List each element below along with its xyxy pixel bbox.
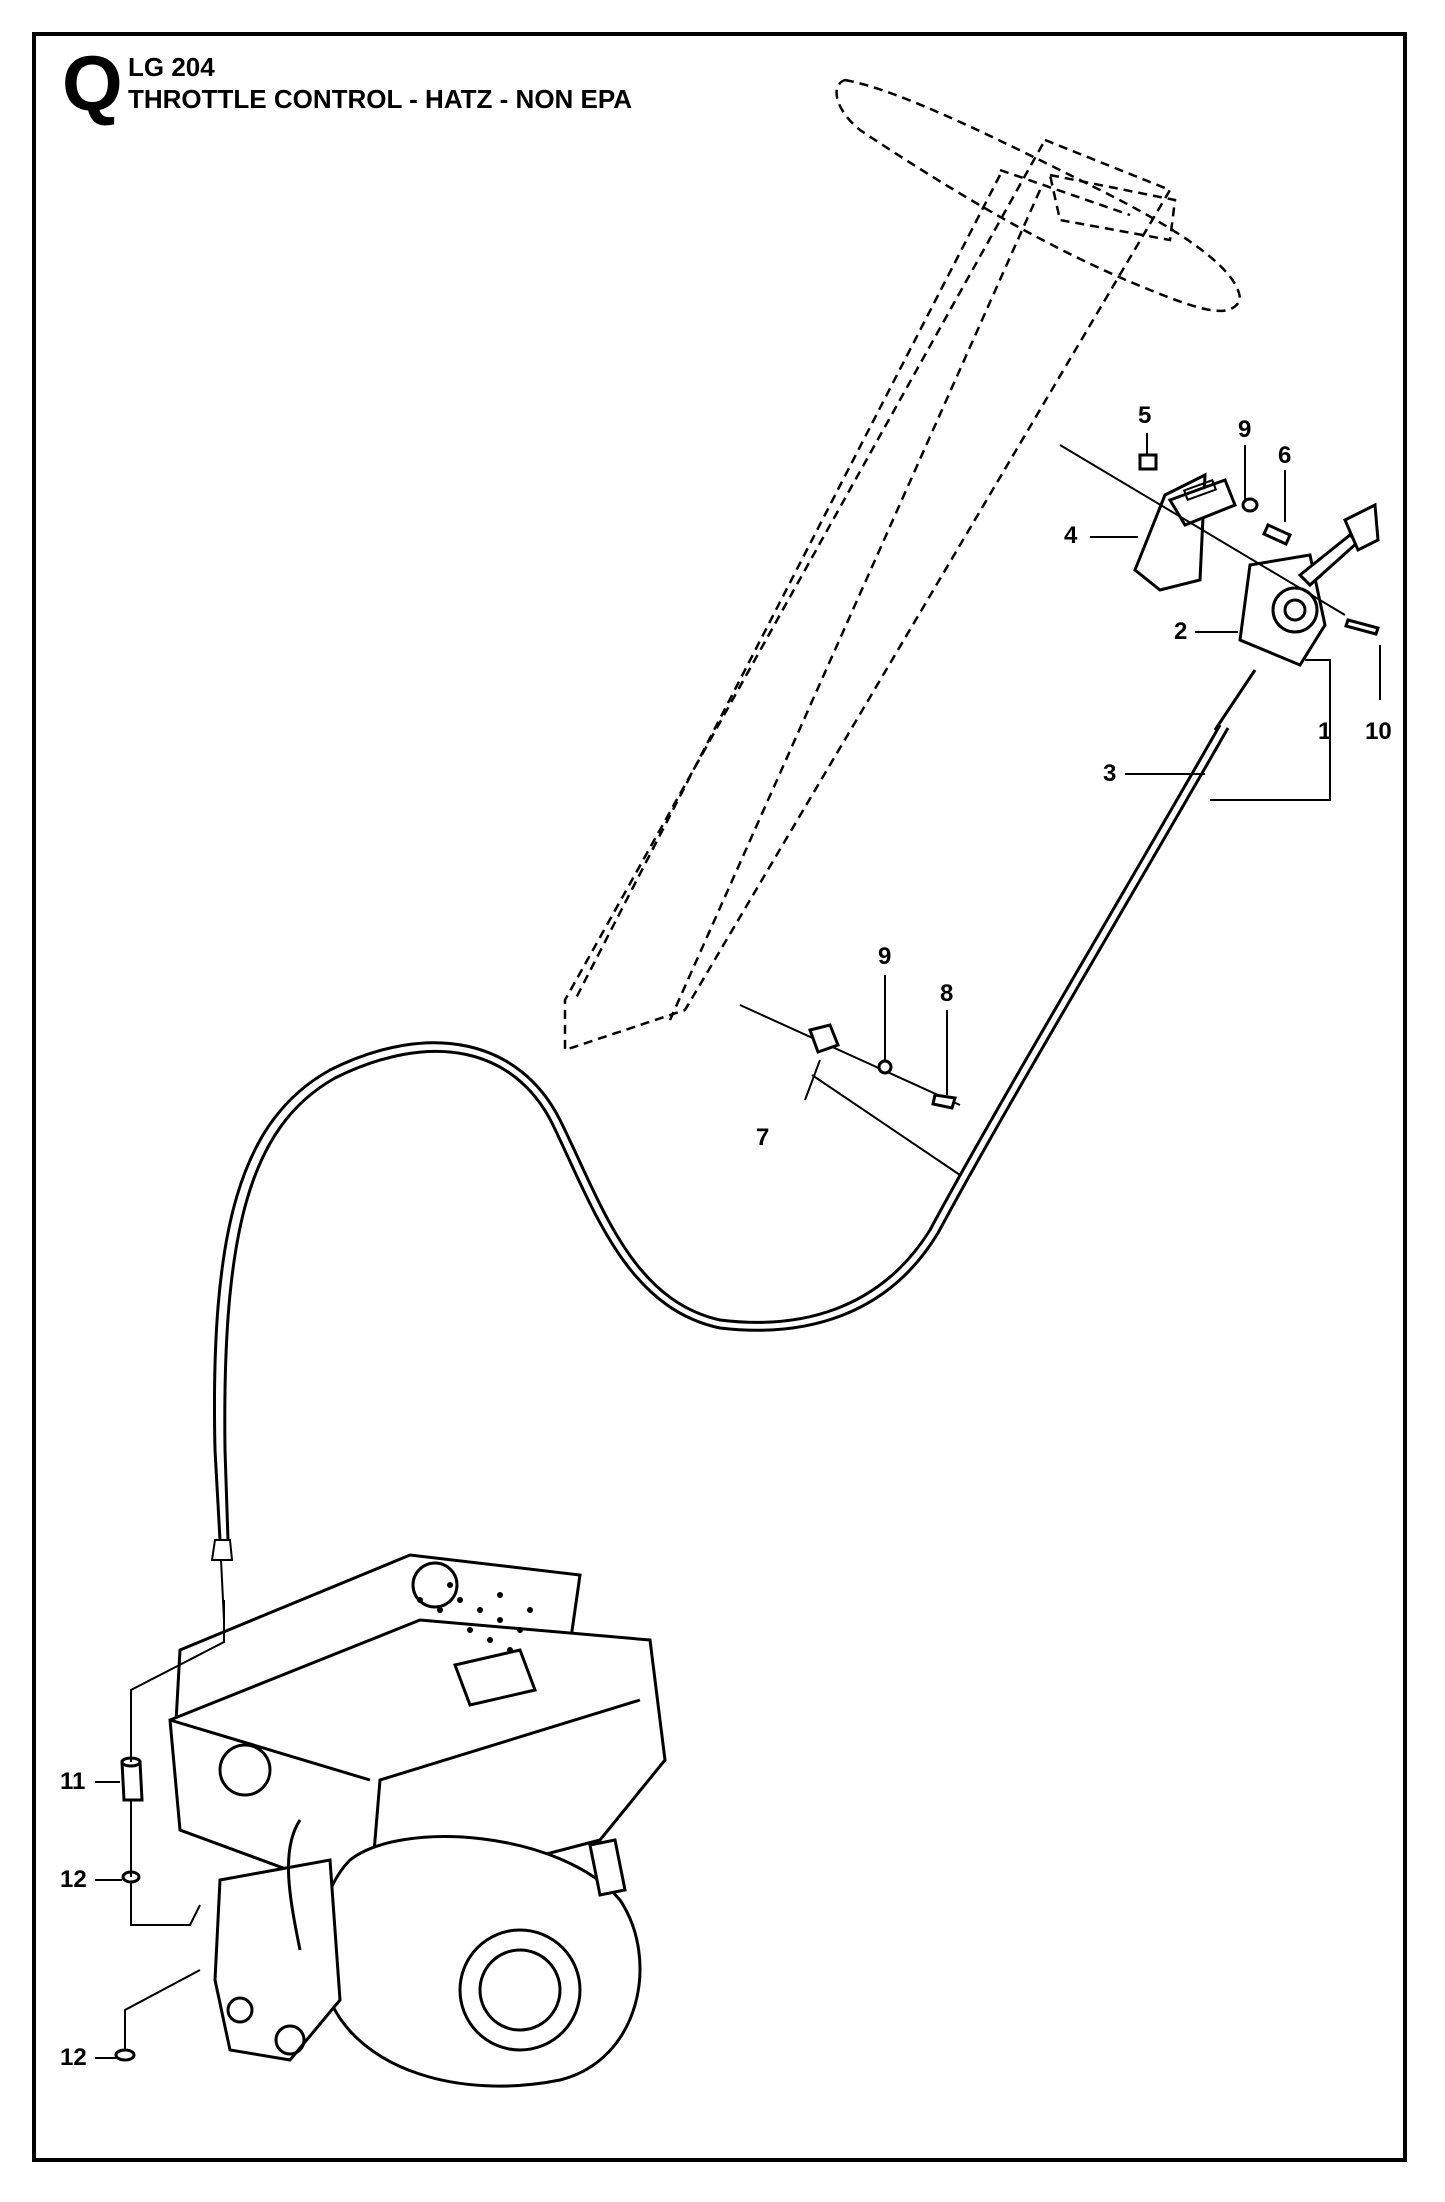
bracket-part bbox=[1133, 472, 1237, 592]
cable-clamp-parts bbox=[739, 1004, 961, 1110]
callout-1: 1 bbox=[1318, 718, 1332, 745]
callout-9-top: 9 bbox=[1238, 416, 1252, 443]
callout-10: 10 bbox=[1365, 718, 1392, 745]
callout-8: 8 bbox=[940, 980, 954, 1007]
page-border bbox=[32, 32, 1407, 2162]
throttle-cable-part bbox=[210, 669, 1257, 1621]
callout-11: 11 bbox=[60, 1768, 86, 1795]
page-title: THROTTLE CONTROL - HATZ - NON EPA bbox=[128, 84, 633, 114]
callout-7: 7 bbox=[756, 1124, 770, 1151]
handle-tube-outline bbox=[563, 138, 1172, 1052]
engine-illustration bbox=[168, 1553, 667, 2088]
callout-12-top: 12 bbox=[60, 1866, 87, 1893]
leader-lines-top bbox=[1090, 433, 1381, 801]
callout-4: 4 bbox=[1064, 522, 1078, 549]
callout-6: 6 bbox=[1278, 442, 1292, 469]
cable-end-parts bbox=[114, 1756, 144, 2062]
callout-5: 5 bbox=[1138, 402, 1152, 429]
callout-2: 2 bbox=[1174, 618, 1188, 645]
handlebar-outline bbox=[835, 78, 1242, 313]
throttle-lever-part bbox=[1238, 502, 1380, 667]
section-letter: Q bbox=[62, 39, 123, 127]
engine-vent-pattern bbox=[417, 1582, 533, 1653]
model-code: LG 204 bbox=[128, 52, 215, 82]
callout-9-mid: 9 bbox=[878, 943, 892, 970]
leader-lines-bottom bbox=[95, 1600, 225, 2059]
callout-3: 3 bbox=[1103, 760, 1117, 787]
fastener-parts-top bbox=[1138, 453, 1380, 636]
callout-12-bottom: 12 bbox=[60, 2044, 87, 2071]
leader-lines-middle bbox=[804, 975, 961, 1176]
